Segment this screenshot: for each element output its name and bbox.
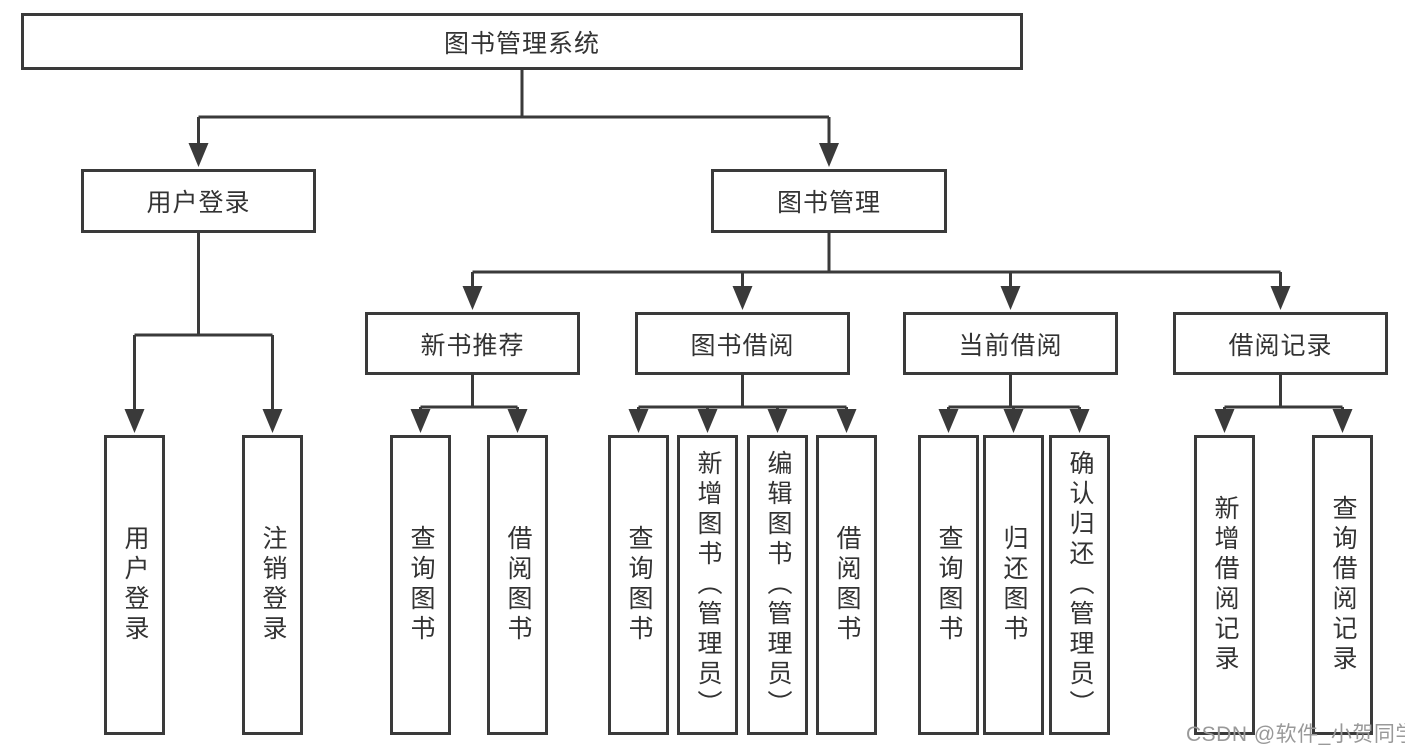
watermark: CSDN @软件_小贺同学 (1186, 723, 1405, 746)
leaf-confirm-return-admin: 确认归还（管理员） (1049, 435, 1110, 735)
node-book-borrow: 图书借阅 (635, 312, 850, 375)
leaf-edit-book-admin: 编辑图书（管理员） (747, 435, 808, 735)
arrowheads (124, 143, 1353, 433)
leaf-logout: 注销登录 (242, 435, 303, 735)
leaf-borrow-book: 借阅图书 (816, 435, 877, 735)
node-new-book-recommend: 新书推荐 (365, 312, 580, 375)
node-book-management: 图书管理 (711, 169, 947, 233)
leaf-query-book-recommend: 查询图书 (390, 435, 451, 735)
leaf-query-book-current: 查询图书 (918, 435, 979, 735)
leaf-borrow-book-recommend: 借阅图书 (487, 435, 548, 735)
leaf-query-book-borrow: 查询图书 (608, 435, 669, 735)
leaf-return-book: 归还图书 (983, 435, 1044, 735)
leaf-add-borrow-record: 新增借阅记录 (1194, 435, 1255, 735)
node-current-borrow: 当前借阅 (903, 312, 1118, 375)
node-borrow-records: 借阅记录 (1173, 312, 1388, 375)
leaf-query-borrow-record: 查询借阅记录 (1312, 435, 1373, 735)
node-user-login: 用户登录 (81, 169, 316, 233)
connector-paths (133, 69, 1344, 412)
leaf-add-book-admin: 新增图书（管理员） (677, 435, 738, 735)
leaf-user-login: 用户登录 (104, 435, 165, 735)
node-root: 图书管理系统 (21, 13, 1023, 70)
